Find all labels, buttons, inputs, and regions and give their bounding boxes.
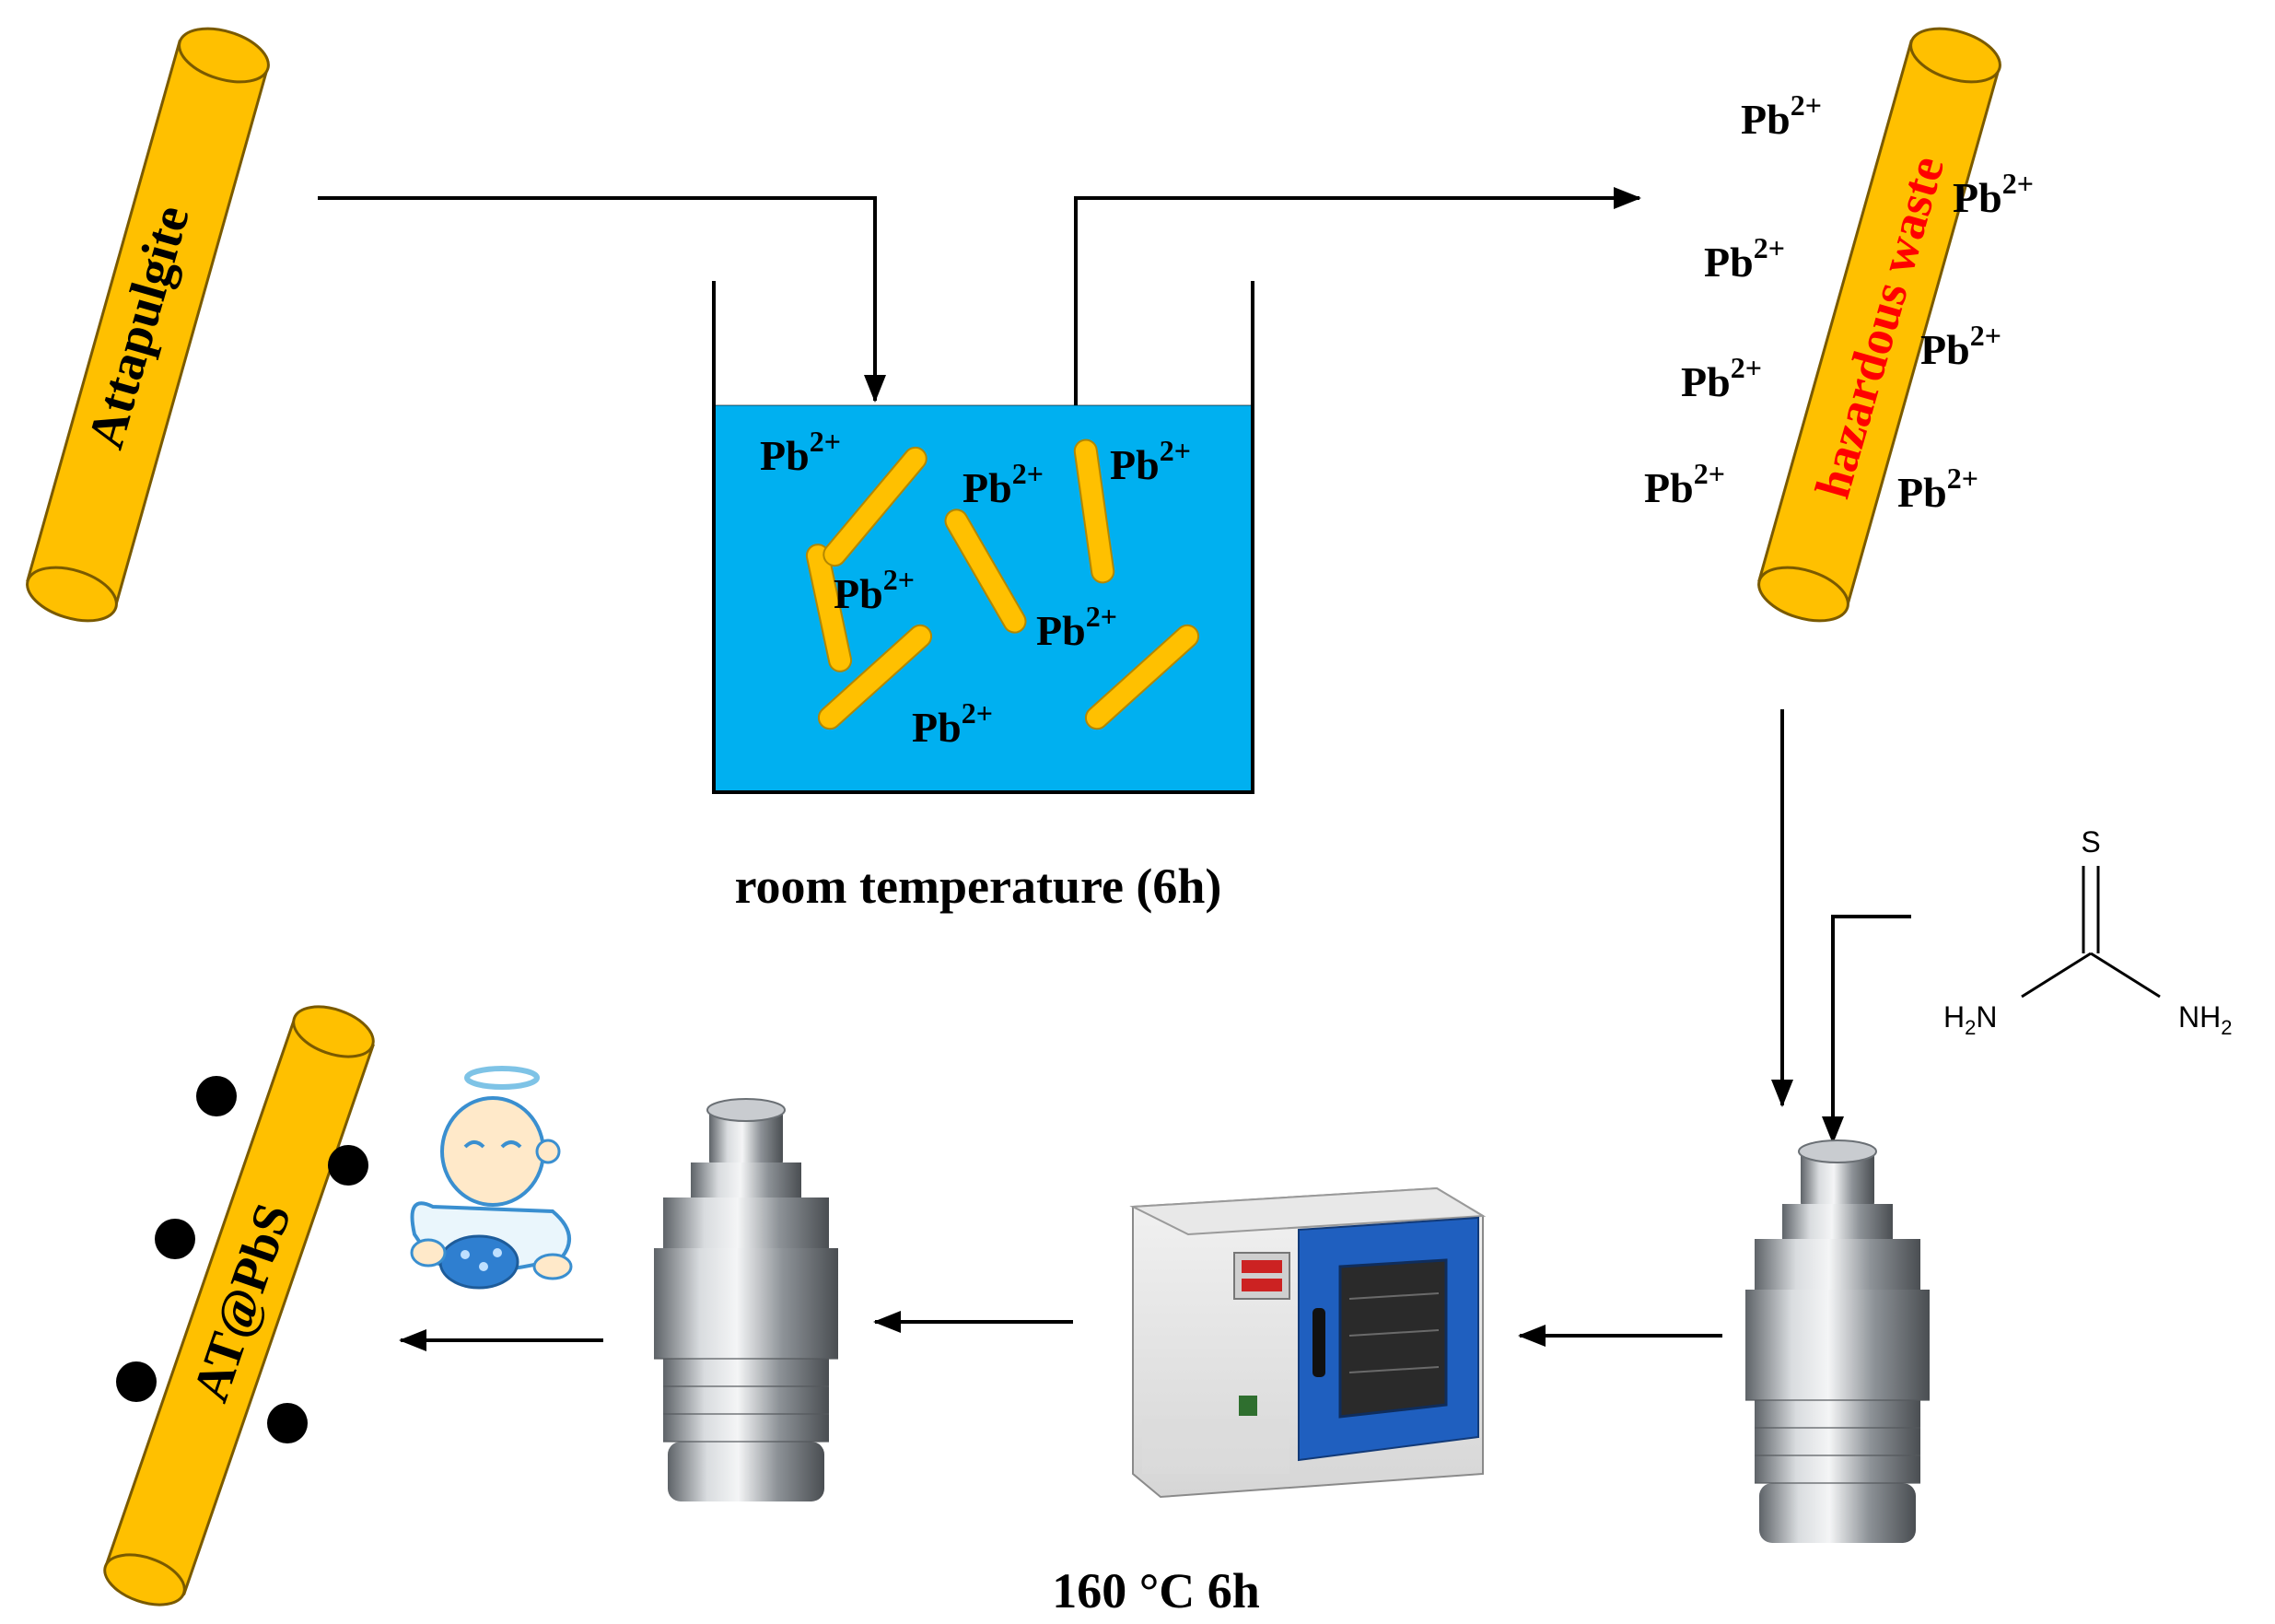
svg-text:Pb2+: Pb2+	[1036, 600, 1117, 654]
svg-text:Pb2+: Pb2+	[834, 563, 915, 617]
svg-text:H2N: H2N	[1943, 1000, 1997, 1039]
autoclave-right	[1745, 1139, 1930, 1543]
beaker-ions: Pb2+ Pb2+ Pb2+ Pb2+ Pb2+ Pb2+	[760, 425, 1191, 751]
suspended-rods	[805, 438, 1200, 730]
oven-condition-label: 160 °C 6h	[1052, 1563, 1260, 1618]
svg-text:Pb2+: Pb2+	[912, 696, 993, 751]
beaker: Pb2+ Pb2+ Pb2+ Pb2+ Pb2+ Pb2+	[712, 281, 1254, 794]
svg-text:Pb2+: Pb2+	[1920, 319, 2001, 373]
water	[714, 405, 1253, 792]
svg-text:Pb2+: Pb2+	[1681, 351, 1762, 405]
room-temperature-label: room temperature (6h)	[735, 859, 1222, 914]
svg-text:Pb2+: Pb2+	[1110, 434, 1191, 488]
flow-arrows-right	[1771, 709, 1911, 1144]
attapulgite-rod: Attapulgite	[26, 27, 270, 623]
at-pbs-rod: AT@PbS	[103, 1005, 375, 1606]
adsorbed-ions: Pb2+ Pb2+ Pb2+ Pb2+ Pb2+ Pb2+ Pb2+	[1644, 88, 2034, 516]
svg-text:Pb2+: Pb2+	[962, 457, 1044, 511]
svg-text:Pb2+: Pb2+	[760, 425, 841, 479]
svg-text:Pb2+: Pb2+	[1741, 88, 1822, 143]
svg-text:Pb2+: Pb2+	[1897, 461, 1978, 516]
flow-arrows-bottom	[399, 1311, 1722, 1351]
svg-text:S: S	[2081, 825, 2100, 859]
svg-text:Pb2+: Pb2+	[1704, 231, 1785, 286]
svg-text:Pb2+: Pb2+	[1644, 457, 1725, 511]
pbs-particles	[116, 1076, 368, 1443]
flow-arrows-top	[318, 187, 1641, 405]
thiourea-structure: S H2N NH2	[1943, 825, 2232, 1039]
autoclave-left	[654, 1098, 838, 1501]
baby-angel-icon	[410, 1066, 573, 1290]
svg-text:NH2: NH2	[2178, 1000, 2232, 1039]
svg-text:Pb2+: Pb2+	[1953, 167, 2034, 221]
drying-oven	[1129, 1186, 1487, 1499]
